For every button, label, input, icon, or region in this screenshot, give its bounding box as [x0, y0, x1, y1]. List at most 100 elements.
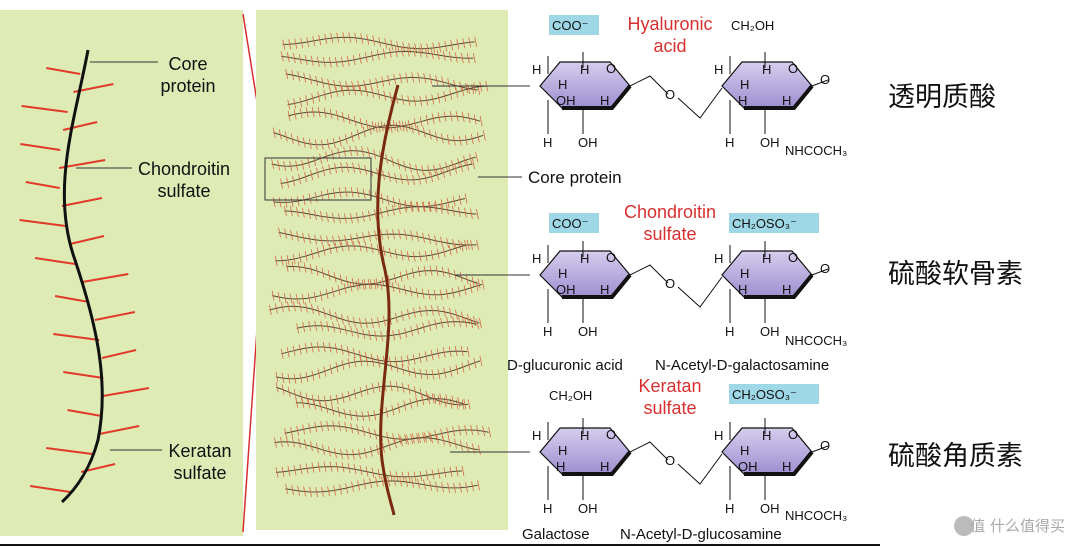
- atom-oh: OH: [760, 324, 780, 339]
- gag-tick: [431, 369, 435, 380]
- gag-tick: [435, 265, 439, 276]
- gag-tick: [457, 157, 461, 169]
- gag-tick: [319, 153, 323, 164]
- gag-tick: [299, 108, 303, 119]
- name-keratan-line1: Keratan: [638, 376, 701, 396]
- gag-tick: [393, 475, 396, 487]
- gag-tick: [372, 35, 376, 46]
- gag-tick: [410, 326, 414, 337]
- gag-tick: [361, 411, 365, 422]
- gag-tick: [439, 393, 443, 404]
- gag-tick: [346, 240, 350, 252]
- gag-tick: [304, 343, 308, 354]
- gag-tick: [325, 402, 329, 414]
- gag-tick: [412, 433, 415, 444]
- gag-tick: [387, 475, 390, 487]
- gag-tick: [364, 52, 368, 63]
- gag-tick: [471, 481, 474, 492]
- gag-tick: [302, 232, 305, 243]
- gag-tick: [289, 293, 293, 304]
- gag-tick: [305, 107, 309, 118]
- side-chain: [67, 409, 102, 417]
- gag-tick: [340, 344, 344, 355]
- gag-tick: [377, 357, 381, 368]
- gag-tick: [287, 466, 291, 477]
- gag-tick: [409, 398, 413, 409]
- gag-tick: [460, 161, 463, 172]
- atom-h: H: [740, 266, 749, 281]
- gag-tick: [422, 201, 425, 212]
- gag-tick: [277, 160, 281, 171]
- label-core-line1: Core: [168, 54, 207, 74]
- gag-tick: [455, 364, 459, 375]
- gag-tick: [293, 389, 297, 400]
- gag-tick: [450, 40, 454, 51]
- gag-tick: [467, 360, 471, 371]
- gag-tick: [302, 137, 306, 148]
- gag-tick: [443, 91, 447, 102]
- gag-tick: [439, 289, 443, 300]
- gag-tick: [482, 130, 486, 141]
- gag-tick: [436, 433, 439, 445]
- gag-tick: [448, 346, 452, 357]
- gag-tick: [446, 197, 450, 208]
- gag-tick: [328, 342, 332, 353]
- gag-tick: [465, 482, 468, 493]
- side-chain: [62, 121, 98, 131]
- gag-tick: [441, 266, 445, 277]
- gag-tick: [335, 394, 339, 405]
- gag-tick: [463, 398, 467, 409]
- gag-tick: [275, 371, 279, 382]
- gag-tick: [442, 167, 445, 179]
- gag-tick: [406, 355, 410, 366]
- gag-tick: [476, 319, 480, 330]
- glycosidic-bond: [629, 264, 669, 284]
- gag-tick: [314, 192, 318, 203]
- gag-tick: [286, 347, 290, 358]
- gag-tick: [389, 92, 393, 103]
- gag-tick: [374, 122, 378, 133]
- gag-tick: [392, 120, 396, 131]
- gag-tick: [452, 426, 456, 437]
- gag-tick: [407, 384, 411, 395]
- gag-tick: [350, 326, 354, 337]
- gag-tick: [469, 282, 473, 294]
- gag-tick: [295, 160, 299, 171]
- gag-tick: [358, 349, 362, 361]
- gag-tick: [466, 346, 470, 357]
- gag-tick: [479, 81, 483, 92]
- gag-tick: [400, 356, 404, 367]
- gag-tick: [434, 235, 437, 246]
- gag-tick: [286, 436, 289, 447]
- gag-tick: [367, 410, 371, 422]
- gag-tick: [295, 293, 299, 305]
- gag-tick: [473, 316, 476, 327]
- side-chain: [69, 235, 105, 245]
- gag-tick: [443, 467, 447, 478]
- gag-tick: [275, 303, 278, 314]
- gag-tick: [433, 164, 437, 175]
- gag-tick: [326, 321, 330, 332]
- gag-tick: [461, 362, 465, 373]
- gag-chain: [275, 244, 468, 262]
- gag-tick: [274, 255, 278, 266]
- gag-tick: [280, 51, 284, 62]
- gag-tick: [412, 46, 416, 57]
- gag-tick: [304, 439, 307, 450]
- gag-tick: [314, 234, 317, 245]
- gag-tick: [365, 318, 368, 329]
- gag-tick: [356, 129, 360, 140]
- linkage-oxygen: O: [665, 453, 675, 468]
- linkage-oxygen: O: [665, 87, 675, 102]
- gag-tick: [316, 442, 319, 454]
- gag-tick: [420, 43, 424, 54]
- gag-tick: [292, 254, 296, 265]
- gag-tick: [431, 469, 435, 480]
- gag-tick: [445, 288, 449, 300]
- side-chain: [46, 447, 93, 455]
- gag-tick: [329, 364, 333, 375]
- gag-tick: [337, 406, 341, 417]
- gag-tick: [296, 206, 299, 218]
- gag-tick: [309, 263, 313, 275]
- gag-tick: [357, 278, 361, 289]
